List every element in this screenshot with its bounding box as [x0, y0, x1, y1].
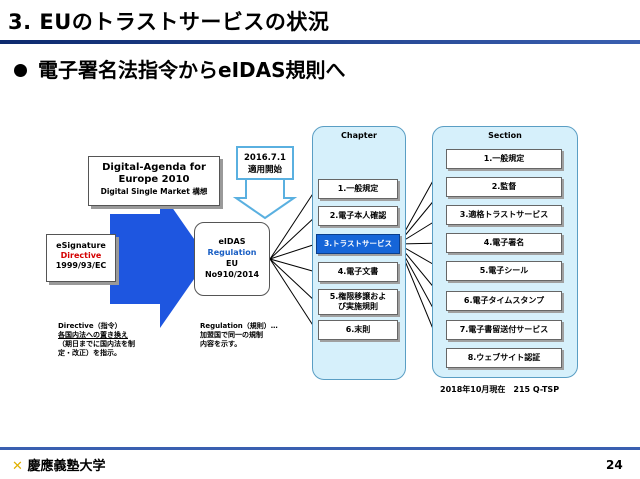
- section-item-1: 1.一般規定: [446, 149, 562, 169]
- chapter-title: Chapter: [341, 131, 377, 140]
- directive-note: Directive（指令） 各国内法への置き換え （期日までに国内法を制 定・改…: [58, 322, 135, 358]
- regulation-note-line3: 内容を示す。: [200, 340, 242, 348]
- regulation-note-line1: Regulation（規則）…: [200, 322, 278, 330]
- eidas-to-chapter-5: [269, 258, 317, 303]
- eidas-box: eIDAS Regulation EU No910/2014: [194, 222, 270, 296]
- esignature-number: 1999/93/EC: [55, 261, 107, 270]
- directive-note-line1: Directive（指令）: [58, 322, 122, 330]
- section-item-8: 8.ウェブサイト認証: [446, 348, 562, 368]
- section-item-6: 6.電子タイムスタンプ: [446, 291, 562, 311]
- big-transition-arrow: [110, 190, 208, 328]
- bullet-dot: [14, 64, 27, 77]
- digital-agenda-line2: Europe 2010: [118, 174, 190, 185]
- chapter-item-3-highlighted: 3.トラストサービス: [316, 234, 400, 254]
- regulation-note-line2: 加盟国で同一の規制: [200, 331, 263, 339]
- page-number: 24: [606, 458, 623, 472]
- directive-note-line2: 各国内法への置き換え: [58, 331, 128, 339]
- date-callout-arrow: [232, 178, 298, 220]
- eidas-regulation: Regulation: [207, 248, 257, 257]
- digital-agenda-line1: Digital-Agenda for: [102, 162, 206, 173]
- title-underline: [0, 40, 640, 44]
- regulation-note: Regulation（規則）… 加盟国で同一の規制 内容を示す。: [200, 322, 278, 349]
- chapter-item-4: 4.電子文書: [318, 262, 398, 282]
- esignature-box: eSignature Directive 1999/93/EC: [46, 234, 116, 282]
- digital-agenda-box: Digital-Agenda for Europe 2010 Digital S…: [88, 156, 220, 206]
- eidas-to-chapter-3: [269, 243, 317, 260]
- university-name: 慶應義塾大学: [27, 459, 106, 474]
- section-item-7: 7.電子書留送付サービス: [446, 320, 562, 340]
- eidas-line4: No910/2014: [204, 270, 260, 279]
- directive-note-line4: 定・改正）を指示。: [58, 349, 121, 357]
- chapter-item-1: 1.一般規定: [318, 179, 398, 199]
- eidas-line3: EU: [226, 259, 238, 268]
- chapter-item-2: 2.電子本人確認: [318, 206, 398, 226]
- bullet-heading: 電子署名法指令からeIDAS規則へ: [38, 58, 346, 82]
- chapter-item-5: 5.権限移譲およ び実施規則: [318, 289, 398, 315]
- status-note: 2018年10月現在 215 Q-TSP: [440, 385, 560, 394]
- section-title: Section: [488, 131, 522, 140]
- date-callout-label: 適用開始: [247, 165, 282, 175]
- eidas-line1: eIDAS: [218, 237, 246, 246]
- slide-title: 3. EUのトラストサービスの状況: [8, 10, 330, 34]
- date-callout: 2016.7.1 適用開始: [236, 146, 294, 180]
- section-item-3: 3.適格トラストサービス: [446, 205, 562, 225]
- section-item-2: 2.監督: [446, 177, 562, 197]
- digital-agenda-line3: Digital Single Market 構想: [100, 187, 208, 196]
- eidas-to-chapter-4: [269, 258, 317, 273]
- chapter-item-6: 6.末則: [318, 320, 398, 340]
- footer-rule: [0, 447, 640, 450]
- chapter-item-5-line2: び実施規則: [338, 302, 378, 311]
- eidas-to-chapter-1: [269, 188, 317, 260]
- date-callout-date: 2016.7.1: [244, 153, 286, 163]
- esignature-directive: Directive: [60, 251, 102, 260]
- directive-note-line3: （期日までに国内法を制: [58, 340, 135, 348]
- eidas-to-chapter-6: [269, 258, 317, 331]
- section-item-5: 5.電子シール: [446, 261, 562, 281]
- eidas-to-chapter-2: [269, 215, 317, 260]
- section-item-4: 4.電子署名: [446, 233, 562, 253]
- university-logo: ✕ 慶應義塾大学: [12, 455, 105, 474]
- esignature-line1: eSignature: [56, 241, 106, 250]
- chapter-item-5-line1: 5.権限移譲およ: [329, 292, 387, 301]
- pen-emblem-icon: ✕: [12, 459, 23, 474]
